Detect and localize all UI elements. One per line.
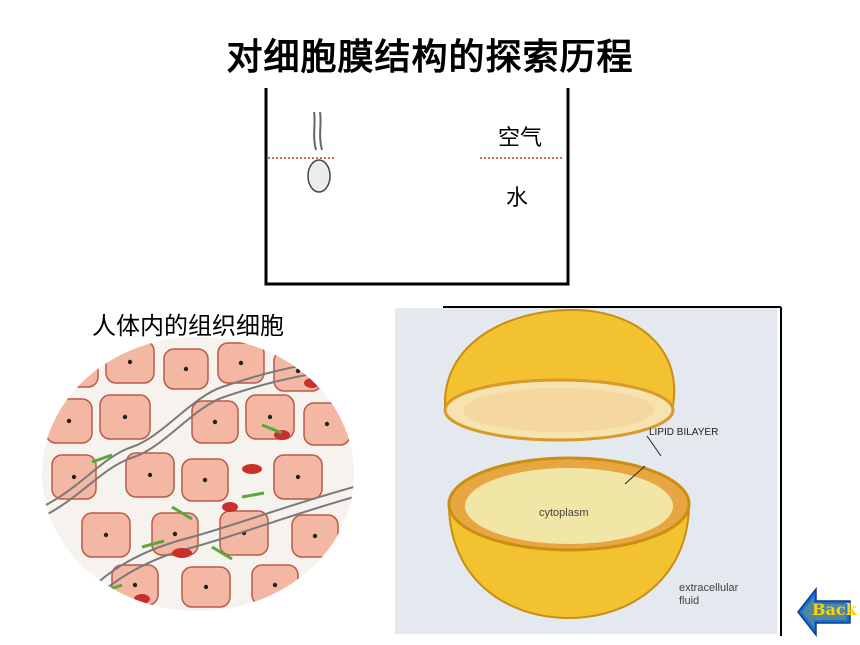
back-button-label: Back	[812, 600, 857, 619]
lipid-bilayer-illustration: LIPID BILAYER cytoplasm extracellular fl…	[393, 306, 783, 636]
cytoplasm-label: cytoplasm	[539, 507, 589, 519]
air-label: 空气	[498, 126, 543, 151]
water-label: 水	[506, 186, 529, 211]
lipid-bilayer-label: LIPID BILAYER	[649, 427, 719, 438]
extracellular-label-line1: extracellular	[679, 582, 739, 594]
tissue-caption: 人体内的组织细胞	[92, 312, 284, 340]
back-button[interactable]: Back	[796, 586, 857, 638]
extracellular-label-line2: fluid	[679, 595, 700, 607]
slide-title: 对细胞膜结构的探索历程	[226, 37, 634, 78]
monolayer-trough-diagram: 空气 水	[262, 88, 572, 288]
tissue-cells-illustration	[42, 337, 354, 612]
